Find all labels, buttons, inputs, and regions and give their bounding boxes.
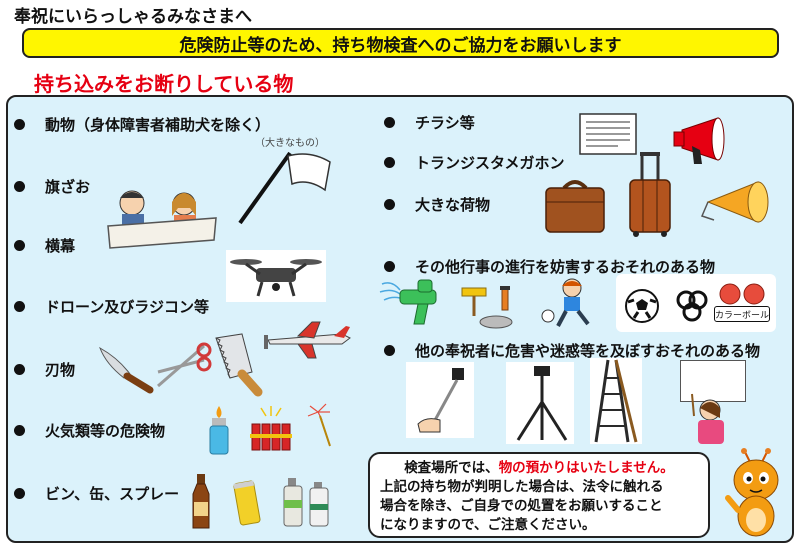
item-label: 旗ざお [45, 178, 91, 196]
flag-icon [238, 151, 331, 225]
prohibited-items-heading: 持ち込みをお断りしている物 [34, 72, 294, 96]
item-label: 火気類等の危険物 [45, 422, 166, 440]
firecracker-icon [250, 406, 292, 451]
saw-icon [215, 333, 263, 397]
pretzel-ball-icon [676, 290, 708, 322]
bullet [14, 364, 25, 375]
color-ball-icon [719, 283, 765, 305]
can-icon [233, 480, 261, 526]
bullet [384, 261, 395, 272]
water-gun-icon [379, 279, 437, 325]
bullet [384, 345, 395, 356]
greeting-text: 奉祝にいらっしゃるみなさまへ [14, 7, 252, 27]
rc-airplane-icon [264, 321, 351, 359]
notice-line-1-emphasis: 物の預かりはいたしません。 [498, 460, 674, 476]
soccer-ball-icon [625, 289, 659, 323]
megaphone-icon [673, 117, 725, 164]
paint-tools-icon [461, 286, 513, 329]
notice-line-2: 上記の持ち物が判明した場合は、法令に触れる [380, 479, 664, 495]
item-drone: ドローン及びラジコン等 [14, 296, 209, 317]
item-label: ドローン及びラジコン等 [45, 298, 209, 316]
item-label: トランジスタメガホン [415, 154, 565, 172]
drone-icon [226, 250, 326, 302]
bullet [384, 199, 395, 210]
bullet [384, 117, 395, 128]
bullet [14, 301, 25, 312]
item-animals: 動物（身体障害者補助犬を除く） [14, 114, 270, 135]
bullet [384, 157, 395, 168]
tripod-icon [516, 366, 568, 441]
selfie-stick-icon [417, 368, 464, 433]
ladder-icon [594, 359, 638, 443]
horn-icon [700, 181, 769, 223]
item-label: チラシ等 [415, 114, 475, 132]
color-ball-label: カラーボール [714, 306, 770, 322]
mascot-icon [725, 448, 779, 537]
cooperation-banner: 危険防止等のため、持ち物検査へのご協力をお願いします [22, 28, 779, 58]
item-label: 動物（身体障害者補助犬を除く） [45, 116, 271, 134]
bullet [14, 240, 25, 251]
item-label: 他の奉祝者に危害や迷惑等を及ぼすおそれのある物 [415, 342, 761, 360]
scissors-icon [157, 342, 212, 388]
suitcase-icon [629, 152, 671, 237]
item-banner: 横幕 [14, 235, 75, 256]
item-label: 横幕 [45, 237, 76, 255]
flag-size-note: （大きなもの） [255, 138, 325, 149]
lighter-icon [209, 406, 229, 455]
item-flagpole: 旗ざお [14, 176, 90, 197]
item-label: その他行事の進行を妨害するおそれのある物 [415, 258, 716, 276]
item-harmful: 他の奉祝者に危害や迷惑等を及ぼすおそれのある物 [384, 340, 760, 361]
bullet [14, 181, 25, 192]
item-disruptive: その他行事の進行を妨害するおそれのある物 [384, 256, 715, 277]
flyer-icon [579, 113, 637, 155]
notice-line-4: になりますので、ご注意ください。 [380, 517, 596, 533]
bullet [14, 488, 25, 499]
sparkler-icon [307, 403, 331, 447]
item-blades: 刃物 [14, 359, 75, 380]
item-label: ビン、缶、スプレー [45, 485, 180, 503]
banner-text: 危険防止等のため、持ち物検査へのご協力をお願いします [179, 35, 622, 56]
person-with-sign-icon [691, 393, 724, 444]
item-megaphone: トランジスタメガホン [384, 152, 565, 173]
bag-icon [545, 180, 605, 233]
kid-playing-icon [541, 278, 590, 327]
notice-box: 検査場所では、物の預かりはいたしません。 上記の持ち物が判明した場合は、法令に触… [368, 452, 710, 538]
item-bottles-cans: ビン、缶、スプレー [14, 483, 179, 504]
bottle-icon [192, 474, 210, 529]
knife-icon [99, 346, 154, 394]
item-large-luggage: 大きな荷物 [384, 194, 490, 215]
bullet [14, 425, 25, 436]
notice-line-1-prefix: 検査場所では、 [404, 460, 499, 476]
notice-line-1: 検査場所では、物の預かりはいたしません。 [380, 459, 698, 478]
spray-can-icon [283, 478, 329, 527]
item-flyers: チラシ等 [384, 112, 475, 133]
bullet [14, 119, 25, 130]
notice-line-3: 場合を除き、ご自身での処置をお願いすること [380, 498, 663, 514]
people-holding-banner-icon [107, 190, 217, 249]
item-flammables: 火気類等の危険物 [14, 420, 165, 441]
item-label: 大きな荷物 [415, 196, 491, 214]
item-label: 刃物 [45, 361, 76, 379]
